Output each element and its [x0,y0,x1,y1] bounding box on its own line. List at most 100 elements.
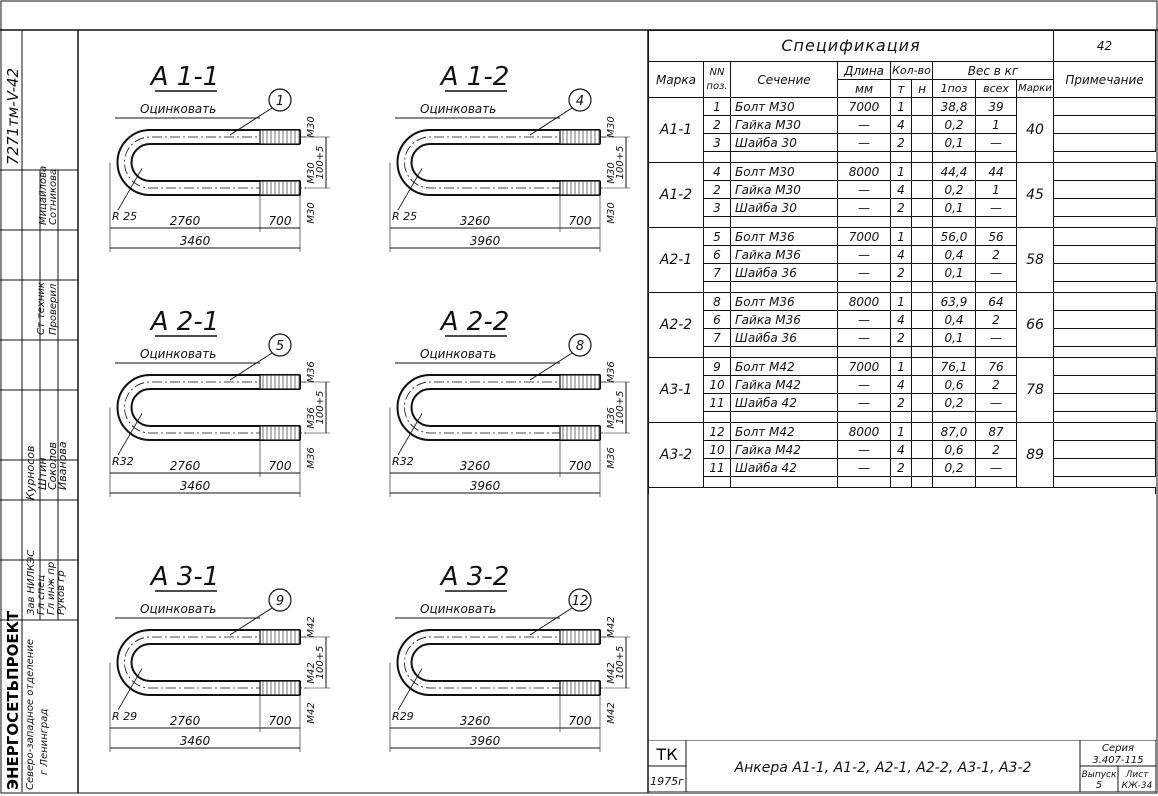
spec-weight-one: 63,9 [932,292,976,311]
spec-pos: 8 [703,292,731,311]
spec-qty-n [911,227,933,246]
bar-outline-outer [116,374,300,441]
title-block: ТК 1975г Анкера А1-1, А1-2, А2-1, А2-2, … [647,739,1157,793]
spec-qty-n [911,375,933,394]
spec-pos: 12 [703,422,731,441]
spec-empty-cell [932,216,976,228]
spec-qty: 4 [890,310,912,329]
spec-note [1053,245,1156,264]
spec-pos: 5 [703,227,731,246]
spec-weight-mark: 58 [1016,227,1054,293]
body-dim: 2760 [170,214,201,228]
spec-pos: 7 [703,263,731,282]
spec-length: 7000 [837,97,891,116]
galvanize-note: Оцинковать [420,102,496,116]
spec-mark: А1-2 [648,162,704,228]
spec-length: — [837,115,891,134]
spec-spacer-row [649,151,1156,163]
spec-spacer-row [649,411,1156,423]
position-balloon [268,588,292,612]
spec-empty-cell [703,411,731,423]
spec-length: — [837,375,891,394]
spec-length: — [837,393,891,412]
spec-section: Болт М30 [730,97,838,116]
spec-note [1053,180,1156,199]
spec-weight-mark: 45 [1016,162,1054,228]
gap-dim: 100+5 [315,146,326,180]
spec-note [1053,263,1156,282]
bar-outline-inner [130,143,300,182]
spec-qty-n [911,458,933,477]
radius-leader [397,413,423,456]
spec-length: — [837,133,891,152]
thread-zone [559,129,601,145]
spec-qty: 2 [890,263,912,282]
thread-label: М30 [306,202,317,223]
anchor-title: А 1-2 [439,62,510,92]
spec-qty: 4 [890,245,912,264]
spec-pos: 4 [703,162,731,181]
thread-label: М30 [606,202,617,223]
position-number: 4 [576,94,584,109]
spec-empty-cell [911,476,933,488]
roles-label-1: Зав НИЛКЭС [26,550,37,615]
spec-weight-all: 2 [975,310,1017,329]
position-number: 1 [276,94,284,109]
org-name: ЭНЕРГОСЕТЬПРОЕКТ [4,610,22,790]
spec-empty-cell [730,216,838,228]
thread-zone [259,425,301,441]
spec-empty-cell [837,476,891,488]
spec-weight-one: 0,1 [932,328,976,347]
thread-label: М36 [606,361,617,382]
spec-qty: 1 [890,227,912,246]
total-dim: 3460 [180,479,211,493]
thread-label: М30 [306,162,317,183]
total-dim: 3960 [470,479,501,493]
gap-dim: 100+5 [615,646,626,680]
spec-empty-cell [911,281,933,293]
galvanize-note: Оцинковать [140,347,216,361]
spec-length: — [837,458,891,477]
thread-zone [259,680,301,696]
spec-length: — [837,180,891,199]
balloon-leader [529,352,573,381]
spec-weight-all: 2 [975,375,1017,394]
position-number: 8 [576,339,584,354]
spec-empty-cell [837,216,891,228]
spec-empty-cell [911,411,933,423]
name-sotnikova: Сотникова [48,169,59,225]
spec-length: 7000 [837,357,891,376]
tb-sheet-label: Лист [1125,770,1150,780]
bar-outline-outer [396,374,600,441]
spec-weight-all: — [975,263,1017,282]
spec-spacer-row [649,346,1156,358]
spec-empty-cell [890,281,912,293]
spec-weight-all: 56 [975,227,1017,246]
bar-outline-outer [116,629,300,696]
spec-section: Шайба 30 [730,198,838,217]
spec-mark: А3-2 [648,422,704,488]
tb-year: 1975г [650,775,684,788]
spec-empty-cell [932,151,976,163]
spec-weight-all: 1 [975,180,1017,199]
thread-label: М30 [606,162,617,183]
spec-weight-one: 0,2 [932,180,976,199]
spec-section: Гайка М36 [730,245,838,264]
spec-weight-mark: 78 [1016,357,1054,423]
spec-mark: А2-1 [648,227,704,293]
spec-section: Болт М36 [730,292,838,311]
thread-label: М36 [306,361,317,382]
spec-note [1053,162,1156,181]
spec-qty: 1 [890,162,912,181]
spec-length: — [837,310,891,329]
roles-label-3: Гл инж пр [46,562,57,615]
thread-zone [259,629,301,645]
